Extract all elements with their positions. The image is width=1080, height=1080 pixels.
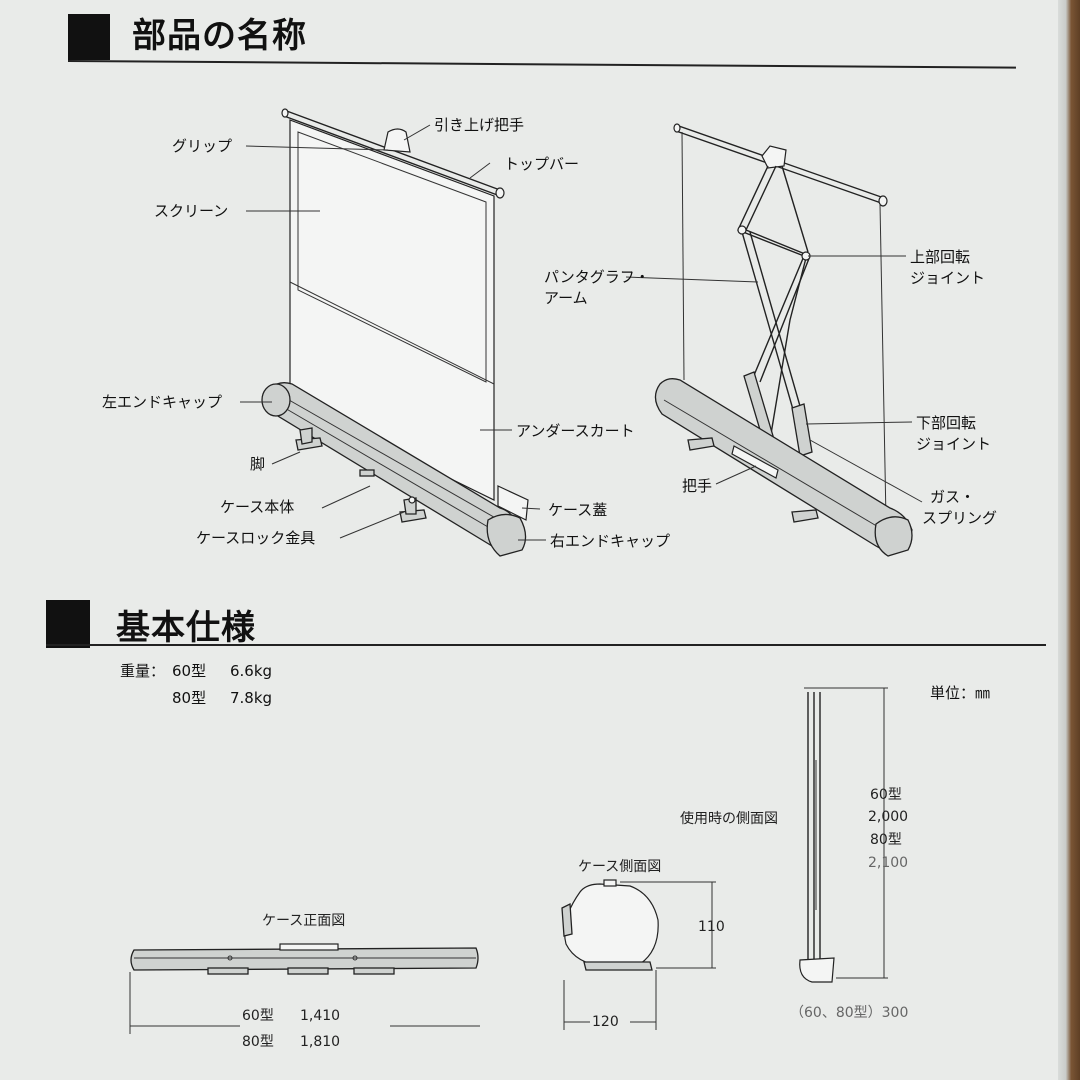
section-marker-spec [46, 600, 90, 648]
label-screen: スクリーン [154, 202, 229, 220]
label-pull-handle: 引き上げ把手 [434, 116, 525, 134]
side-height-model-60: 60型 [870, 787, 902, 803]
case-length-value-80: 1,810 [300, 1034, 341, 1050]
manual-page: 部品の名称 [0, 0, 1058, 1080]
unit-label: 単位：㎜ [930, 684, 991, 702]
label-gas-spring-line2: スプリング [922, 509, 998, 527]
page-edge-background [1058, 0, 1080, 1080]
case-length-value-60: 1,410 [300, 1008, 341, 1024]
weight-model-80: 80型 [172, 689, 207, 707]
label-pantograph-line2: アーム [544, 289, 588, 307]
label-lower-joint-line1: 下部回転 [916, 414, 977, 432]
label-upper-joint-line1: 上部回転 [910, 248, 971, 266]
weight-model-60: 60型 [172, 662, 207, 680]
case-side-height: 110 [698, 919, 725, 935]
side-height-value-60: 2,000 [868, 809, 909, 825]
label-pantograph-line1: パンタグラフ・ [544, 268, 650, 286]
left-leader-lines [240, 124, 546, 541]
side-view-in-use-drawing [799, 687, 888, 983]
case-length-model-60: 60型 [242, 1008, 274, 1024]
label-right-end-cap: 右エンドキャップ [550, 532, 671, 550]
side-height-value-80: 2,100 [868, 855, 909, 871]
side-base-note: （60、80型）300 [790, 1005, 909, 1021]
label-leg: 脚 [250, 455, 266, 473]
label-case-lock: ケースロック金具 [196, 529, 316, 547]
case-side-caption: ケース側面図 [578, 859, 662, 875]
screen-front-illustration [261, 108, 529, 557]
parts-section-title: 部品の名称 [132, 16, 307, 56]
weight-label: 重量： [120, 662, 166, 680]
label-handle: 把手 [682, 477, 713, 495]
weight-value-60: 6.6kg [230, 662, 273, 680]
case-side-width: 120 [592, 1014, 619, 1030]
side-view-caption: 使用時の側面図 [680, 811, 778, 827]
label-lower-joint-line2: ジョイント [916, 435, 992, 453]
case-side-view-drawing [561, 879, 716, 1030]
label-top-bar: トップバー [504, 155, 580, 173]
screen-back-illustration [654, 123, 913, 557]
case-front-view-drawing [129, 943, 480, 1034]
label-left-end-cap: 左エンドキャップ [102, 393, 223, 411]
label-under-skirt: アンダースカート [516, 422, 635, 440]
section-marker-parts [68, 14, 110, 60]
right-leader-lines [625, 255, 923, 503]
case-front-caption: ケース正面図 [262, 913, 346, 929]
label-grip: グリップ [172, 137, 233, 155]
label-case-lid: ケース蓋 [548, 501, 608, 519]
technical-drawings [129, 108, 923, 1034]
label-upper-joint-line2: ジョイント [910, 269, 986, 287]
label-gas-spring-line1: ガス・ [930, 488, 976, 506]
case-length-model-80: 80型 [242, 1034, 274, 1050]
weight-value-80: 7.8kg [230, 689, 273, 707]
spec-section-rule [46, 644, 1046, 646]
side-height-model-80: 80型 [870, 832, 902, 848]
spec-section-title: 基本仕様 [116, 608, 256, 648]
label-case-body: ケース本体 [220, 498, 295, 516]
